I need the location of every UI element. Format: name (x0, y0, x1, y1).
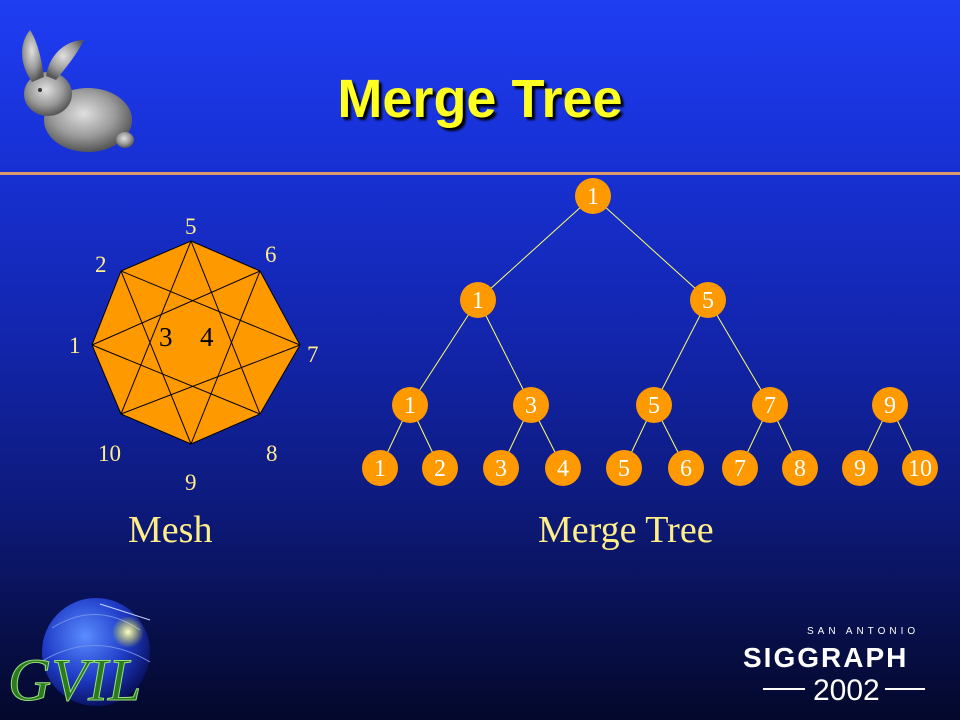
mesh-vertex-label-10: 10 (98, 441, 121, 466)
svg-text:1: 1 (404, 393, 416, 419)
svg-text:5: 5 (702, 288, 714, 314)
tree-node: 5 (636, 387, 672, 423)
svg-text:7: 7 (734, 456, 746, 482)
mesh-edges (91, 240, 301, 445)
tree-node: 7 (752, 387, 788, 423)
tree-node: 1 (575, 178, 611, 214)
gvil-logo: GVIL (8, 598, 151, 714)
merge-tree-caption: Merge Tree (538, 509, 714, 551)
svg-text:1: 1 (374, 456, 386, 482)
mesh-vertex-label-5: 5 (185, 214, 197, 239)
svg-text:9: 9 (884, 393, 896, 419)
tree-leaf: 4 (545, 450, 581, 486)
svg-text:1: 1 (587, 184, 599, 210)
tree-edges (379, 195, 921, 469)
star-icon (112, 616, 144, 648)
mesh-vertex-label-6: 6 (265, 242, 277, 267)
mesh: 1 2 5 6 7 8 9 10 3 4 (69, 214, 319, 495)
tree-leaf: 1 (362, 450, 398, 486)
tree-node: 3 (513, 387, 549, 423)
tree-nodes: 1 1 5 1 3 5 7 9 1 2 3 4 5 6 7 8 9 10 (362, 178, 938, 486)
tree-leaf: 10 (902, 450, 938, 486)
svg-text:9: 9 (854, 456, 866, 482)
title-divider (0, 172, 960, 175)
tree-leaf: 8 (782, 450, 818, 486)
siggraph-name-text: SIGGRAPH (743, 642, 908, 673)
tree-node: 1 (392, 387, 428, 423)
svg-text:10: 10 (908, 456, 932, 482)
page-title: Merge Tree (337, 69, 623, 129)
svg-text:5: 5 (648, 393, 660, 419)
gvil-logo-text: GVIL (8, 647, 141, 713)
svg-text:4: 4 (557, 456, 569, 482)
mesh-triangle-label-4: 4 (200, 322, 214, 352)
tree-node: 9 (872, 387, 908, 423)
tree-leaf: 2 (422, 450, 458, 486)
mesh-vertex-label-1: 1 (69, 333, 81, 358)
tree-leaf: 9 (842, 450, 878, 486)
svg-text:2: 2 (434, 456, 446, 482)
mesh-vertex-label-8: 8 (266, 441, 278, 466)
tree-node: 1 (460, 282, 496, 318)
siggraph-logo: SAN ANTONIO SIGGRAPH 2002 (743, 626, 925, 707)
siggraph-year-text: 2002 (813, 674, 880, 707)
svg-text:3: 3 (525, 393, 537, 419)
svg-text:6: 6 (680, 456, 692, 482)
svg-text:3: 3 (495, 456, 507, 482)
tree-leaf: 6 (668, 450, 704, 486)
svg-text:7: 7 (764, 393, 776, 419)
mesh-vertex-label-9: 9 (185, 470, 197, 495)
tree-leaf: 3 (483, 450, 519, 486)
mesh-vertex-label-7: 7 (307, 342, 319, 367)
mesh-caption: Mesh (128, 509, 213, 551)
bunny-logo-icon (22, 30, 134, 152)
tree-leaf: 7 (722, 450, 758, 486)
svg-text:8: 8 (794, 456, 806, 482)
tree-node: 5 (690, 282, 726, 318)
mesh-triangle-label-3: 3 (159, 322, 173, 352)
svg-text:1: 1 (472, 288, 484, 314)
tree-leaf: 5 (606, 450, 642, 486)
svg-text:5: 5 (618, 456, 630, 482)
mesh-vertex-label-2: 2 (95, 252, 107, 277)
siggraph-location-text: SAN ANTONIO (807, 626, 919, 637)
